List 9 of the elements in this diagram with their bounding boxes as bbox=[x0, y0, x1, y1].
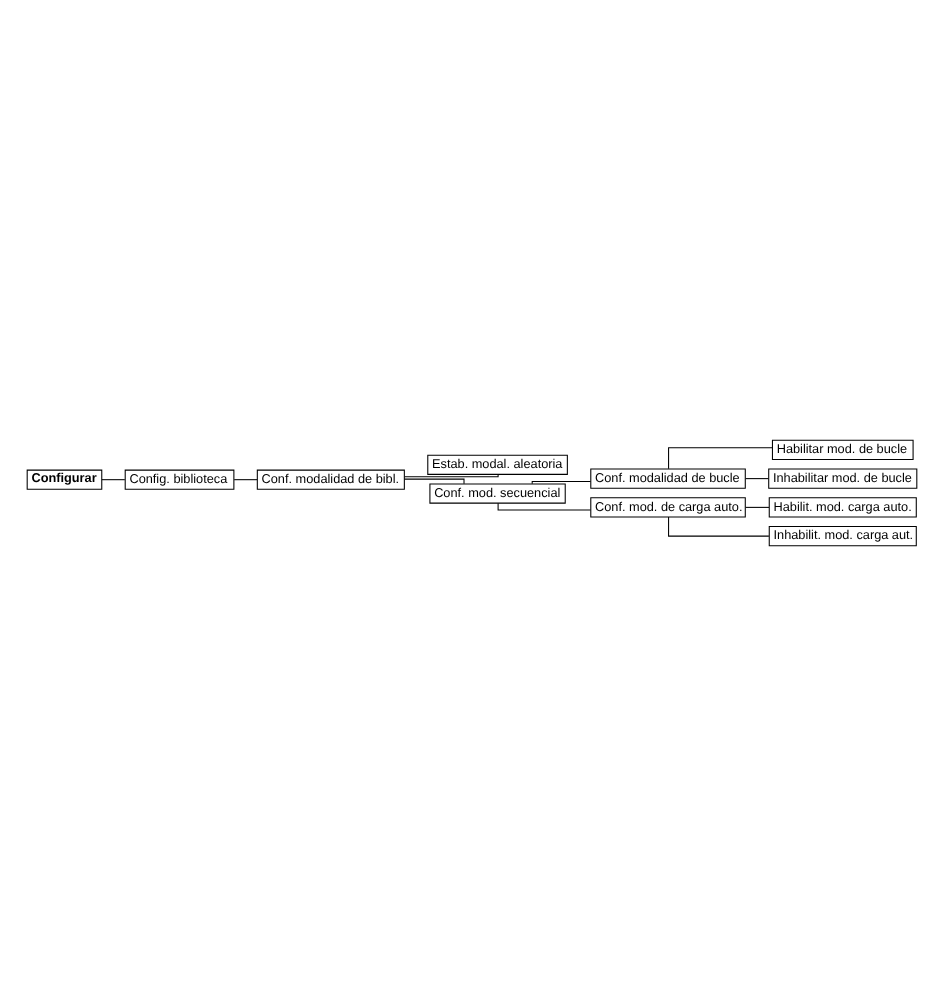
connector bbox=[497, 501, 592, 510]
connector bbox=[404, 472, 499, 477]
connector bbox=[668, 446, 773, 469]
connector bbox=[101, 478, 126, 480]
connector bbox=[745, 505, 770, 507]
connector bbox=[233, 478, 258, 480]
connector bbox=[531, 480, 592, 484]
connector bbox=[403, 477, 465, 484]
connector bbox=[745, 477, 769, 479]
